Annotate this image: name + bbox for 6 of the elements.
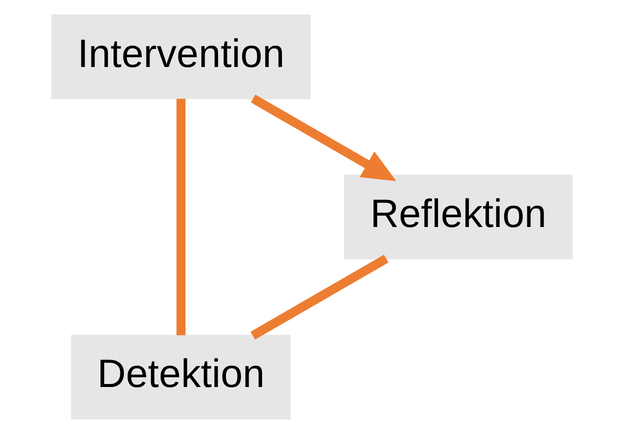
- node-box: Detektion: [70, 334, 290, 420]
- connector: [250, 254, 388, 340]
- connector: [176, 98, 185, 336]
- node-box: Intervention: [50, 14, 310, 100]
- arrow: [250, 94, 396, 182]
- node-box: Reflektion: [343, 174, 572, 260]
